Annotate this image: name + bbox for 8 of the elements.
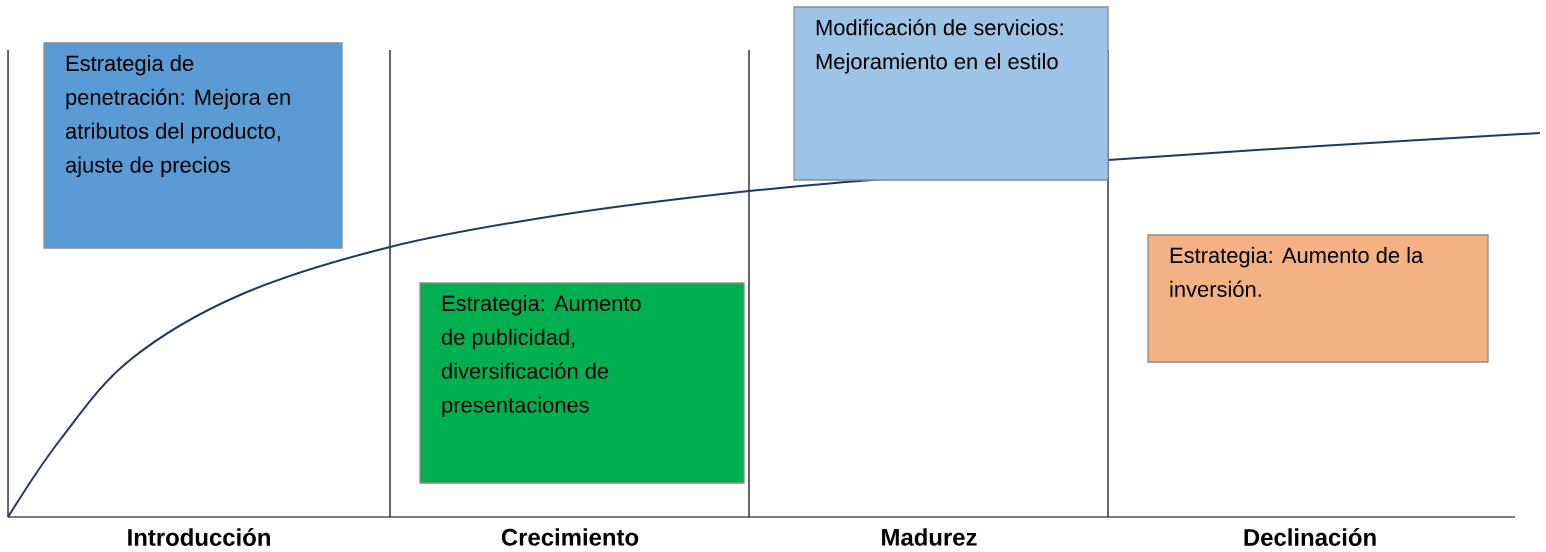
strategy-box: Estrategia de penetración: Mejora en atributos del producto, ajuste de precios xyxy=(43,42,343,249)
stage-label: Crecimiento xyxy=(501,528,639,546)
stage-label: Declinación xyxy=(1244,528,1376,546)
strategy-box: Estrategia: Aumento de la inversión. xyxy=(1147,234,1489,363)
stage-label: Madurez xyxy=(882,528,977,546)
strategy-box: Estrategia: Aumento de publicidad, diversificación de presentaciones xyxy=(419,282,745,484)
stage-label: Introducción xyxy=(128,528,270,546)
strategy-box: Modificación de servicios: Mejoramiento en el estilo xyxy=(793,6,1109,181)
